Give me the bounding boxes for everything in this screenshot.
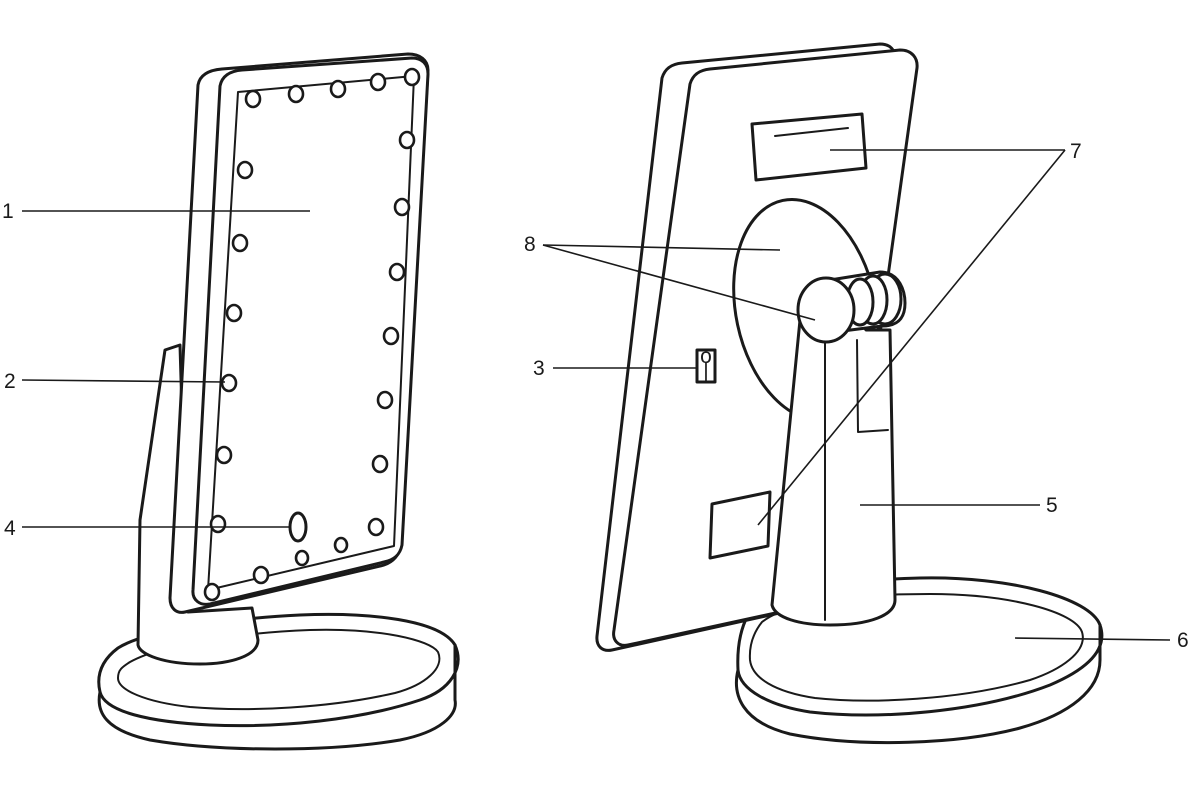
led-light [329,79,347,99]
led-light [398,130,416,150]
leader-8b [542,244,816,321]
led-light [203,582,221,602]
led-light [236,160,254,180]
led-light [209,514,227,534]
led-light [220,373,238,393]
led-light [333,536,349,554]
callout-labels: 1 2 4 8 3 7 5 6 [2,140,1189,652]
front-stand-arm [136,343,260,666]
mirror-frame [191,56,430,606]
bottom-label [708,490,772,560]
led-lights [203,67,421,602]
led-light [376,390,394,410]
back-view: o | [595,42,1104,745]
leader-2 [21,379,226,383]
switch-on-symbol: | [703,360,708,383]
front-view [97,52,460,751]
leader-8a [542,244,781,251]
led-light [403,67,421,87]
mirror-glass [207,75,415,591]
led-light [294,549,310,567]
led-light [225,303,243,323]
callout-7: 7 [1070,140,1082,163]
top-label [750,112,868,182]
touch-button [288,511,308,543]
callout-4: 4 [4,517,16,540]
led-light [367,517,385,537]
led-light [369,72,387,92]
led-light [244,89,262,109]
led-light [382,326,400,346]
led-light [231,233,249,253]
leader-6 [1014,637,1171,641]
leader-7b [757,149,1066,526]
led-light [252,565,270,585]
led-light [388,262,406,282]
stand-column [770,310,897,627]
callout-6: 6 [1177,629,1189,652]
callout-1: 1 [2,200,14,223]
callout-8: 8 [524,233,536,256]
callout-5: 5 [1046,494,1058,517]
led-light [215,445,233,465]
leader-lines [21,149,1171,641]
led-light [393,197,411,217]
led-light [371,454,389,474]
power-switch [695,348,717,384]
callout-2: 2 [4,370,16,393]
switch-off-symbol: o [700,345,712,368]
callout-3: 3 [533,357,545,380]
led-light [287,84,305,104]
pivot-hinge [796,270,907,344]
